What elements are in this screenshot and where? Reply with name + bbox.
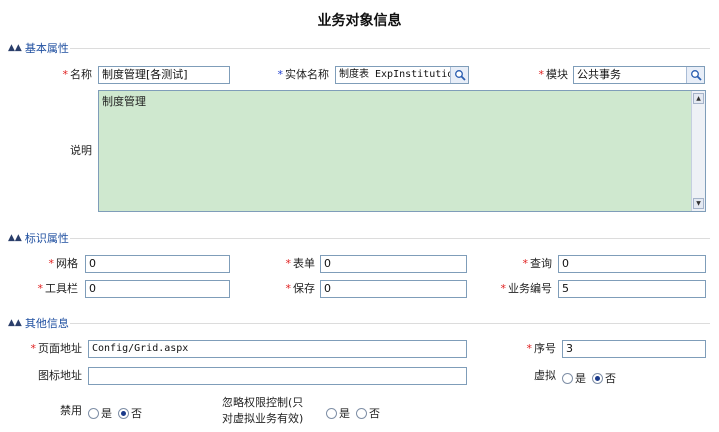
disabled-radio-group: 是 否 (88, 405, 148, 421)
search-icon[interactable] (686, 67, 704, 83)
order-label: *序号 (526, 342, 557, 355)
required-icon: * (538, 68, 545, 81)
radio-icon (88, 407, 99, 419)
order-input[interactable]: 3 (562, 340, 706, 358)
query-label: *查询 (522, 257, 553, 270)
toolbar-input[interactable]: 0 (85, 280, 230, 298)
required-icon: * (500, 282, 507, 295)
section-other-header[interactable]: ▲▲ 其他信息 (8, 316, 69, 330)
page-url-label: *页面地址 (30, 342, 83, 355)
ignore-permission-label-line1: 忽略权限控制(只 (222, 396, 304, 409)
collapse-icon[interactable]: ▲▲ (8, 43, 22, 53)
ignore-permission-label-line2: 对虚拟业务有效) (222, 412, 304, 425)
ignore-no-radio[interactable]: 否 (356, 405, 380, 421)
disabled-yes-radio[interactable]: 是 (88, 405, 112, 421)
module-value: 公共事务 (577, 68, 621, 81)
page-title: 业务对象信息 (317, 13, 402, 29)
description-textarea[interactable]: 制度管理 ▲ ▼ (98, 90, 706, 212)
module-label: *模块 (538, 68, 569, 81)
virtual-label: 虚拟 (534, 369, 556, 382)
entity-label: *实体名称 (277, 68, 330, 81)
icon-url-label: 图标地址 (38, 369, 82, 382)
grid-input[interactable]: 0 (85, 255, 230, 273)
entity-value: 制度表 ExpInstitutio (339, 69, 454, 80)
save-input[interactable]: 0 (320, 280, 467, 298)
grid-label: *网格 (48, 257, 79, 270)
business-number-input[interactable]: 5 (558, 280, 706, 298)
radio-icon (356, 407, 367, 419)
section-divider (70, 323, 710, 324)
virtual-yes-radio[interactable]: 是 (562, 370, 586, 386)
scroll-down-icon[interactable]: ▼ (693, 198, 704, 209)
section-identity-header[interactable]: ▲▲ 标识属性 (8, 231, 69, 245)
name-label: *名称 (62, 68, 93, 81)
required-icon: * (526, 342, 533, 355)
section-divider (70, 48, 710, 49)
module-input[interactable]: 公共事务 (573, 66, 705, 84)
toolbar-label: *工具栏 (37, 282, 79, 295)
required-icon: * (62, 68, 69, 81)
required-icon: * (285, 257, 292, 270)
radio-label: 是 (101, 407, 112, 420)
required-icon: * (30, 342, 37, 355)
section-basic-title: 基本属性 (24, 42, 69, 55)
section-divider (70, 238, 710, 239)
entity-input[interactable]: 制度表 ExpInstitutio (335, 66, 469, 84)
icon-url-input[interactable] (88, 367, 467, 385)
name-input[interactable]: 制度管理[各测试] (98, 66, 230, 84)
section-basic-header[interactable]: ▲▲ 基本属性 (8, 41, 69, 55)
radio-selected-icon (118, 407, 129, 419)
radio-selected-icon (592, 372, 603, 384)
search-icon[interactable] (450, 67, 468, 83)
radio-label: 否 (369, 407, 380, 420)
required-icon: * (285, 282, 292, 295)
form-input[interactable]: 0 (320, 255, 467, 273)
required-icon: * (37, 282, 44, 295)
required-icon: * (277, 68, 284, 81)
collapse-icon[interactable]: ▲▲ (8, 233, 22, 243)
radio-icon (326, 407, 337, 419)
radio-label: 是 (575, 372, 586, 385)
radio-label: 否 (131, 407, 142, 420)
business-number-label: *业务编号 (500, 282, 553, 295)
radio-icon (562, 372, 573, 384)
radio-label: 是 (339, 407, 350, 420)
radio-label: 否 (605, 372, 616, 385)
collapse-icon[interactable]: ▲▲ (8, 318, 22, 328)
disabled-label: 禁用 (60, 404, 82, 417)
section-other-title: 其他信息 (24, 317, 69, 330)
scroll-up-icon[interactable]: ▲ (693, 93, 704, 104)
required-icon: * (48, 257, 55, 270)
ignore-permission-radio-group: 是 否 (326, 405, 386, 421)
page-url-input[interactable]: Config/Grid.aspx (88, 340, 467, 358)
disabled-no-radio[interactable]: 否 (118, 405, 142, 421)
form-label: *表单 (285, 257, 316, 270)
scrollbar[interactable]: ▲ ▼ (691, 91, 705, 211)
required-icon: * (522, 257, 529, 270)
virtual-radio-group: 是 否 (562, 370, 622, 386)
save-label: *保存 (285, 282, 316, 295)
ignore-yes-radio[interactable]: 是 (326, 405, 350, 421)
virtual-no-radio[interactable]: 否 (592, 370, 616, 386)
ignore-permission-label: 忽略权限控制(只 对虚拟业务有效) (222, 395, 322, 427)
description-value: 制度管理 (102, 95, 146, 108)
description-label: 说明 (70, 144, 92, 157)
section-identity-title: 标识属性 (24, 232, 69, 245)
query-input[interactable]: 0 (558, 255, 706, 273)
